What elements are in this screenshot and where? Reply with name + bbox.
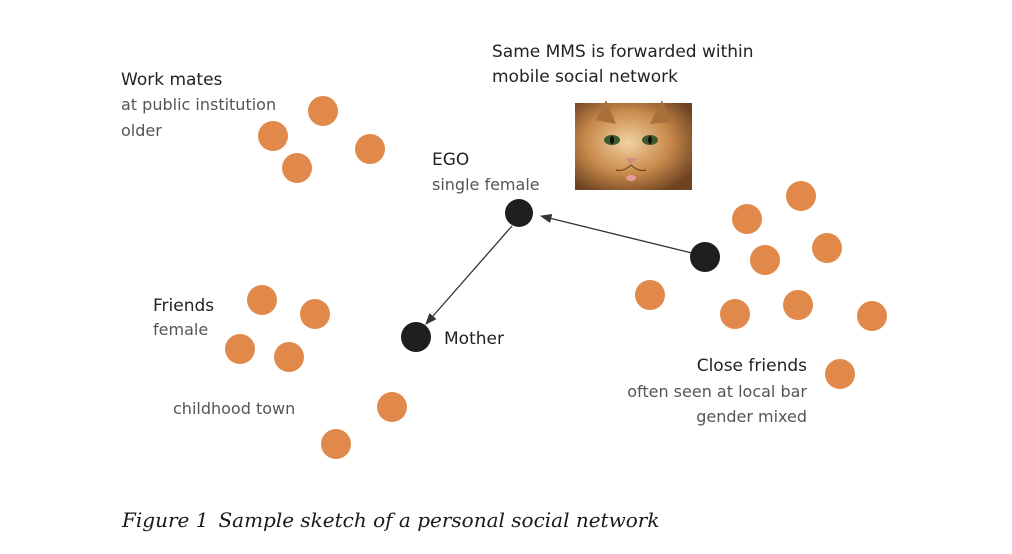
mother-node <box>401 322 431 352</box>
friends-cluster <box>225 285 330 372</box>
edge-forward-to-ego <box>539 213 705 257</box>
contact-node <box>720 299 750 329</box>
friends-subtitle: female <box>153 320 208 339</box>
figure-number: Figure 1 <box>122 508 209 532</box>
contact-node <box>308 96 338 126</box>
mother-label: Mother <box>444 329 504 349</box>
contact-node <box>300 299 330 329</box>
work-mates-line2: older <box>121 121 162 140</box>
contact-node <box>786 181 816 211</box>
contact-node <box>635 280 665 310</box>
contact-node <box>377 392 407 422</box>
contact-node <box>783 290 813 320</box>
ego-subtitle: single female <box>432 175 540 194</box>
close-friends-cluster <box>635 181 887 389</box>
ego-node <box>505 199 533 227</box>
work-mates-title: Work mates <box>121 70 223 90</box>
contact-node <box>732 204 762 234</box>
mms-note-line1: Same MMS is forwarded within <box>492 42 754 62</box>
contact-node <box>825 359 855 389</box>
figure-caption-text: Sample sketch of a personal social netwo… <box>218 508 660 532</box>
contact-node <box>247 285 277 315</box>
contact-node <box>225 334 255 364</box>
mms-note-line2: mobile social network <box>492 67 678 87</box>
figure-caption: Figure 1 Sample sketch of a personal soci… <box>122 508 659 532</box>
contact-node <box>857 301 887 331</box>
contact-node <box>274 342 304 372</box>
close-friends-line1: often seen at local bar <box>627 382 807 401</box>
cat-photo-icon <box>575 100 692 190</box>
edge-ego-to-mother <box>425 225 513 325</box>
childhood-town-label: childhood town <box>173 399 295 418</box>
contact-node <box>812 233 842 263</box>
contact-node <box>750 245 780 275</box>
friends-title: Friends <box>153 296 214 316</box>
contact-node <box>282 153 312 183</box>
close-friends-line2: gender mixed <box>696 407 807 426</box>
ego-title: EGO <box>432 150 469 170</box>
close-friends-title: Close friends <box>697 356 807 376</box>
childhood-town-cluster <box>321 392 407 459</box>
contact-node <box>321 429 351 459</box>
work-mates-cluster <box>258 96 385 183</box>
contact-node <box>355 134 385 164</box>
work-mates-line1: at public institution <box>121 95 276 114</box>
forwarder-node <box>690 242 720 272</box>
contact-node <box>258 121 288 151</box>
